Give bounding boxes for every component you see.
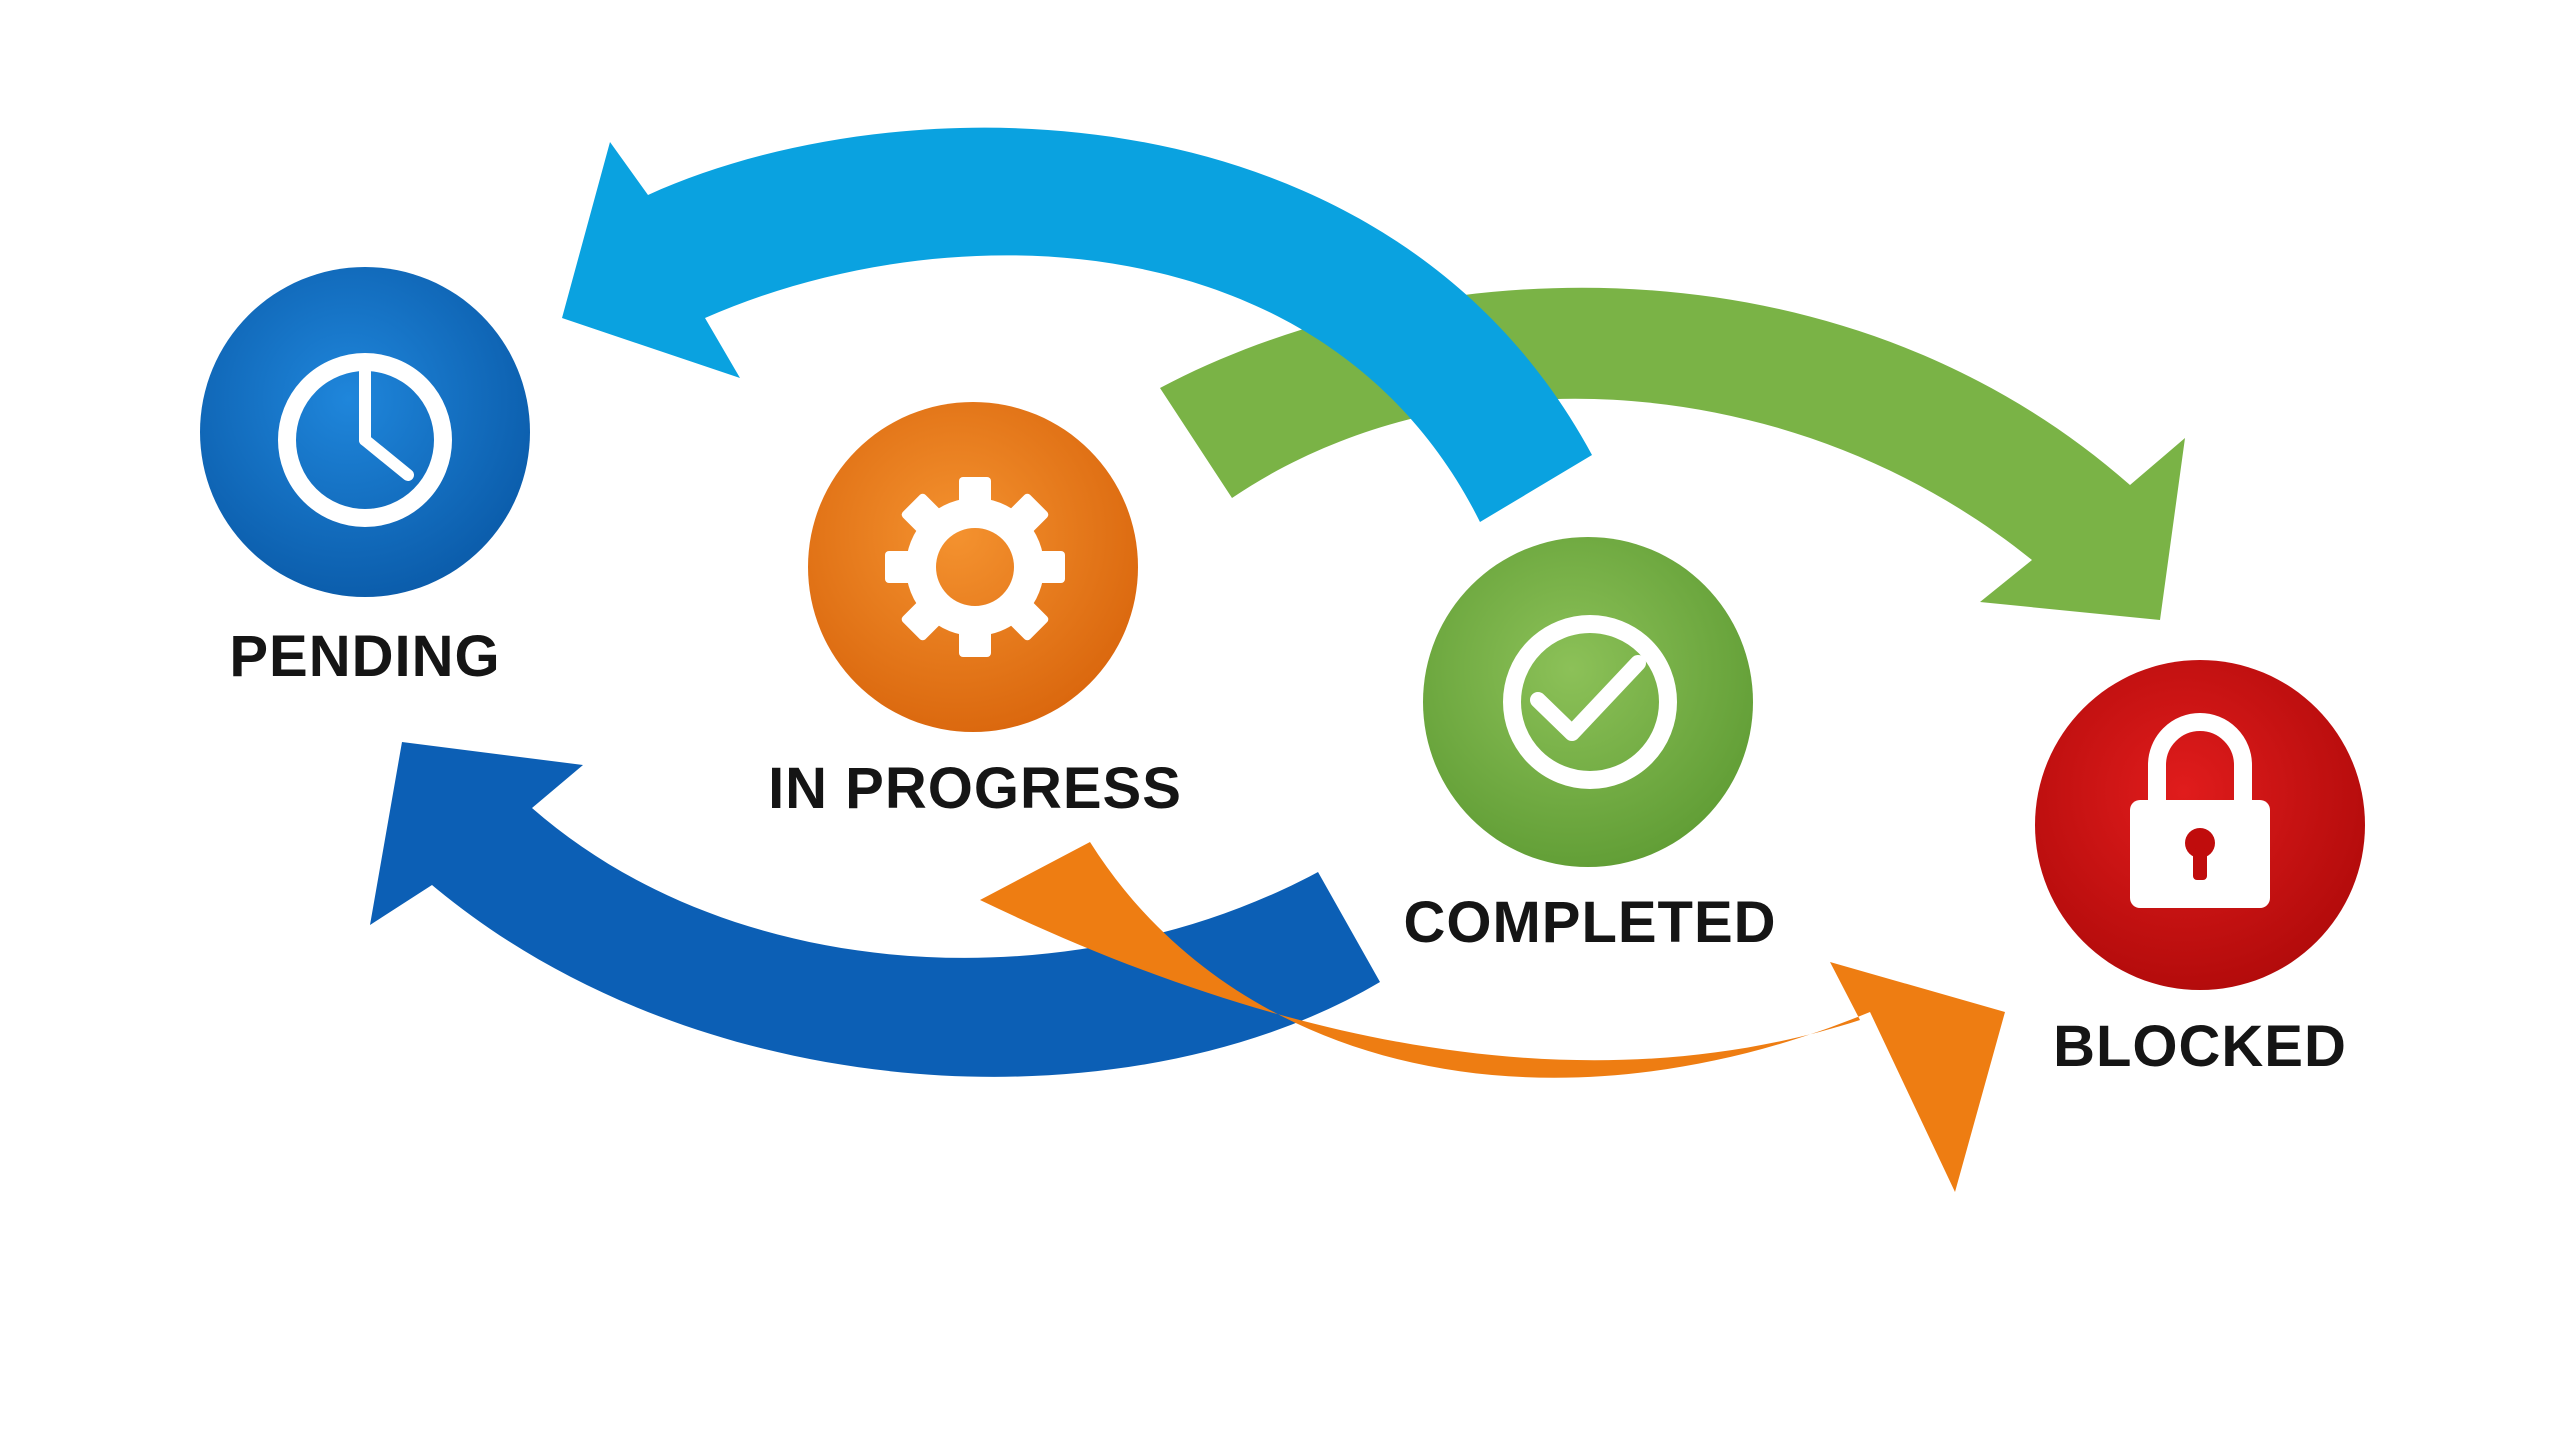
in-progress-label: IN PROGRESS xyxy=(768,756,1182,821)
pending-node[interactable]: PENDING xyxy=(200,267,530,689)
pending-label: PENDING xyxy=(229,624,500,689)
arrow-in-progress-to-blocked xyxy=(980,842,2005,1192)
in-progress-node[interactable]: IN PROGRESS xyxy=(768,402,1182,821)
gear-icon xyxy=(885,477,1065,657)
in-progress-circle xyxy=(808,402,1138,732)
completed-circle xyxy=(1423,537,1753,867)
arrow-completed-to-pending-bottom xyxy=(370,742,1380,1077)
completed-label: COMPLETED xyxy=(1403,890,1776,955)
blocked-node[interactable]: BLOCKED xyxy=(2035,660,2365,1079)
blocked-label: BLOCKED xyxy=(2053,1014,2347,1079)
clock-icon xyxy=(278,353,452,527)
padlock-icon xyxy=(2130,713,2270,908)
completed-node[interactable]: COMPLETED xyxy=(1403,537,1776,955)
checkmark-icon xyxy=(1503,615,1677,789)
arrow-completed-to-pending-top xyxy=(562,127,1592,522)
